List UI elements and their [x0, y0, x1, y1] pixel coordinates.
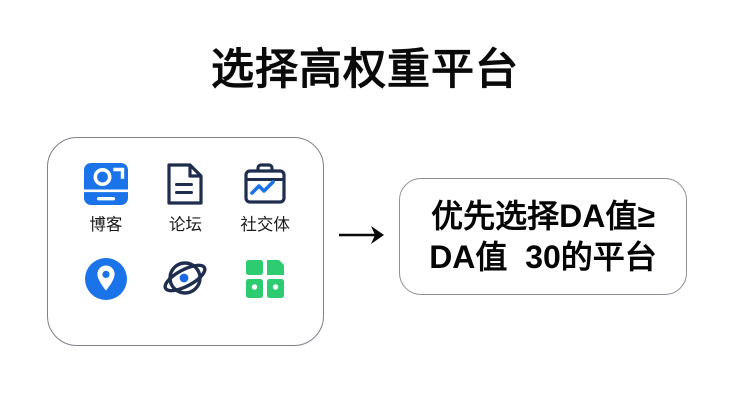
platform-item-planet[interactable]: [146, 244, 226, 328]
platform-item-apps[interactable]: [225, 244, 305, 328]
map-pin-circle-icon: [84, 257, 127, 300]
platform-item-location[interactable]: [66, 244, 146, 328]
flow-arrow-right: [339, 226, 384, 244]
platform-item-label: 博客: [89, 216, 123, 234]
platform-item-label: 社交体: [240, 216, 290, 234]
rule-line-2: DA值 30的平台: [429, 238, 657, 275]
platform-item-forum[interactable]: 论坛: [146, 160, 226, 244]
planet-orbit-icon: [163, 261, 207, 295]
platform-item-blog[interactable]: 博客: [66, 160, 146, 244]
platform-item-label: 论坛: [168, 216, 202, 234]
blog-camera-icon: [83, 163, 128, 205]
platform-item-social[interactable]: 社交体: [225, 160, 305, 244]
rule-callout-card: 优先选择DA值≥ DA值 30的平台: [399, 178, 687, 295]
rule-line-1: 优先选择DA值≥: [431, 197, 655, 234]
document-page-icon: [167, 163, 204, 205]
grid-apps-icon: [246, 259, 285, 298]
page-title: 选择高权重平台: [211, 46, 519, 94]
briefcase-chart-icon: [244, 163, 286, 204]
platform-icon-grid: 博客 论坛 社交体: [48, 138, 323, 345]
platform-type-card: 博客 论坛 社交体: [47, 137, 324, 346]
